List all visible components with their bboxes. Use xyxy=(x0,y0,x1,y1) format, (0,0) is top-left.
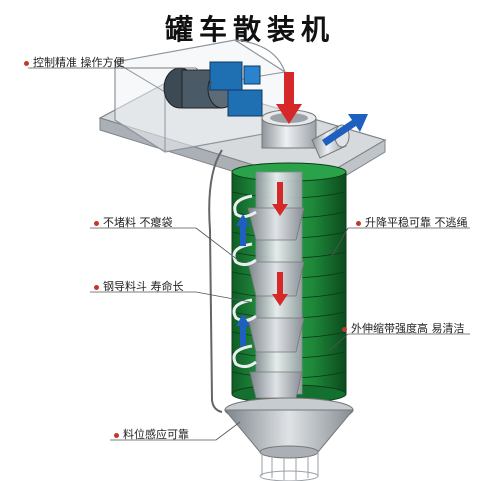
label-text: 不堵料 不瘪袋 xyxy=(103,216,173,229)
bullet-dot xyxy=(356,220,361,226)
label-text: 外伸缩带强度高 易清洁 xyxy=(351,322,465,335)
label-text: 料位感应可靠 xyxy=(123,428,189,441)
bullet-dot xyxy=(94,220,99,226)
leader-lines xyxy=(28,67,470,441)
control-cable xyxy=(208,149,223,413)
label-level-sensor: 料位感应可靠 xyxy=(114,426,189,442)
lifting-hooks xyxy=(232,194,257,369)
bullet-dot xyxy=(114,432,119,438)
label-text: 钢导料斗 寿命长 xyxy=(103,280,184,293)
label-smooth-lifting: 升降平稳可靠 不逃绳 xyxy=(356,214,468,230)
discharge-cone xyxy=(223,397,355,481)
inflow-arrow xyxy=(276,72,302,124)
label-steel-hopper: 钢导料斗 寿命长 xyxy=(94,278,184,294)
label-text: 升降平稳可靠 不逃绳 xyxy=(365,216,468,229)
label-text: 控制精准 操作方便 xyxy=(33,56,125,69)
bullet-dot xyxy=(24,60,29,66)
label-belt-strength: 外伸缩带强度高 易清洁 xyxy=(342,320,465,336)
bullet-dot xyxy=(342,326,347,332)
diagram-title: 罐车散装机 xyxy=(164,13,335,46)
dust-out-arrow xyxy=(322,114,368,146)
label-precise-control: 控制精准 操作方便 xyxy=(24,54,125,70)
air-up-arrows xyxy=(236,214,250,346)
label-no-blocking: 不堵料 不瘪袋 xyxy=(94,214,173,230)
material-down-arrows xyxy=(272,182,288,306)
winch-motor xyxy=(163,61,263,117)
bullet-dot xyxy=(94,284,99,290)
